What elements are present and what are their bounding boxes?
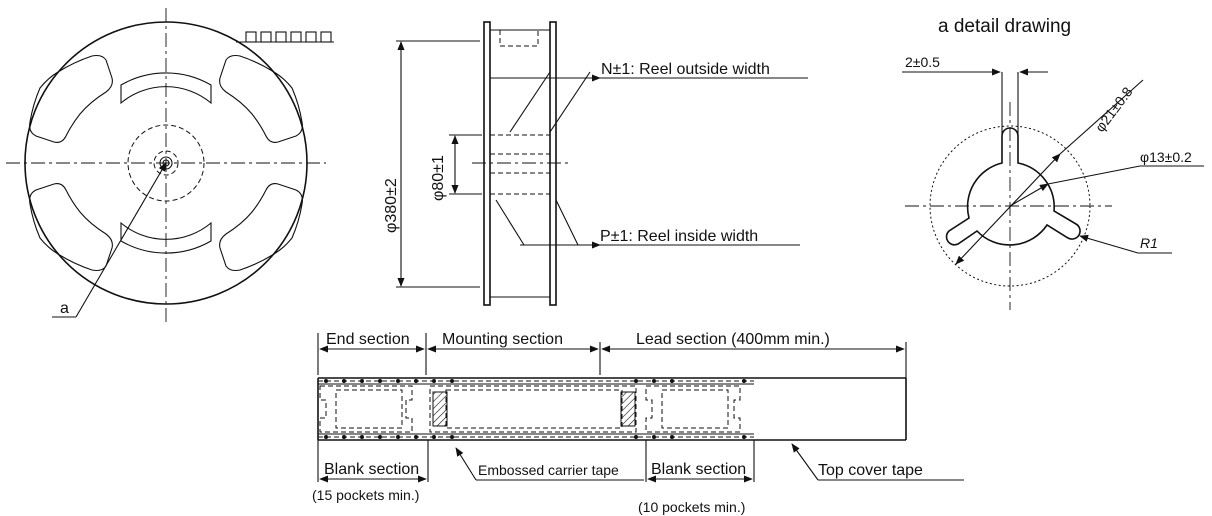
reel-window-bottom	[120, 221, 212, 254]
hub-outer-dia-dimension	[955, 153, 1061, 265]
blank-section-lead-note: (10 pockets min.)	[638, 499, 745, 515]
carrier-tape-leader	[455, 447, 477, 481]
corner-radius-leader	[1079, 234, 1139, 254]
reel-flange-left	[483, 21, 491, 306]
sprocket-holes-bottom	[324, 435, 746, 439]
hub-keyed-bore	[945, 127, 1081, 246]
detail-a-leader	[75, 162, 167, 318]
mounted-component-first	[432, 391, 448, 427]
cover-tape-label: Top cover tape	[818, 462, 923, 479]
reel-window-lower-right	[219, 183, 303, 272]
blank-section-end-note: (15 pockets min.)	[312, 487, 419, 503]
hub-dia-label: φ80±1	[430, 155, 447, 201]
hub-outer-dia-label: φ21±0.8	[1092, 84, 1136, 135]
mounted-component-last	[620, 391, 636, 427]
reel-side-view: φ380±2 φ80±1 N±1: Reel outside width P±1…	[383, 21, 808, 306]
slot-width-label: 2±0.5	[905, 54, 940, 70]
reel-window-upper-left	[29, 54, 113, 143]
detail-a-marker: a	[60, 300, 69, 317]
reel-front-view: a	[6, 8, 334, 322]
hub-detail-view: a detail drawing 2±0.5 φ21±0.8 φ13±0.2 R…	[902, 16, 1204, 310]
mounting-section-label: Mounting section	[442, 331, 563, 348]
end-section-label: End section	[326, 331, 410, 348]
lead-section-label: Lead section (400mm min.)	[636, 331, 830, 348]
cover-tape-leader	[791, 443, 819, 481]
reel-flange-right	[549, 21, 557, 306]
outside-width-label: N±1: Reel outside width	[601, 61, 770, 78]
inside-width-label: P±1: Reel inside width	[600, 228, 758, 245]
outer-dia-label: φ380±2	[383, 178, 400, 233]
detail-title: a detail drawing	[938, 16, 1071, 37]
reel-window-lower-left	[29, 183, 113, 272]
carrier-tape-label: Embossed carrier tape	[478, 462, 619, 478]
pocket-row	[319, 385, 741, 433]
tape-on-reel	[236, 31, 334, 43]
hub-outline	[127, 124, 205, 202]
hub-inner-dia-label: φ13±0.2	[1140, 149, 1192, 165]
sprocket-holes-top	[324, 379, 746, 383]
blank-section-end-label: Blank section	[324, 461, 419, 478]
reel-window-upper-right	[219, 54, 303, 143]
reel-window-top	[120, 72, 212, 105]
blank-section-lead-label: Blank section	[651, 461, 746, 478]
carrier-tape-view: End section Mounting section Lead sectio…	[312, 331, 964, 515]
corner-radius-label: R1	[1140, 235, 1158, 251]
